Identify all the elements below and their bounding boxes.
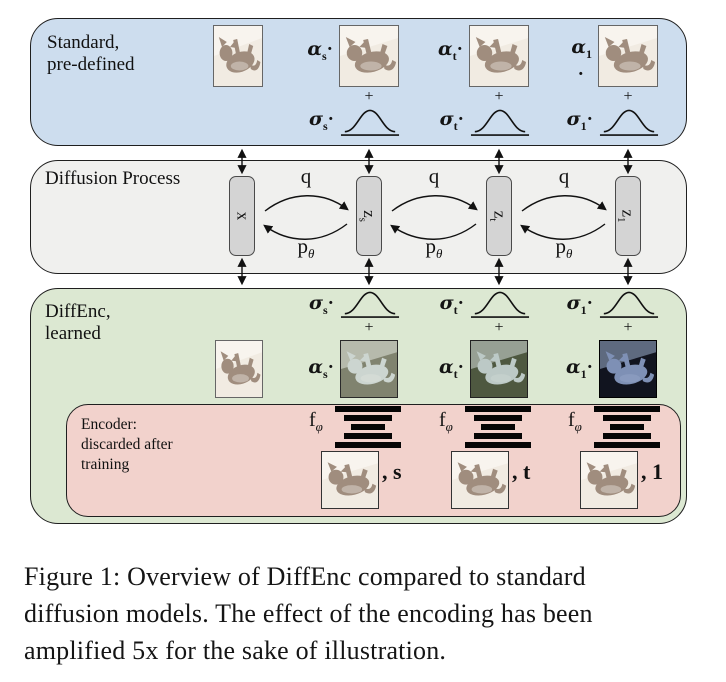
alpha-t-label: αt· — [438, 38, 463, 63]
backward-p-theta-label: pθ — [425, 234, 443, 262]
encoder-title-line1: Encoder: — [81, 416, 137, 433]
sigma-s-label-learned: σs· — [308, 292, 334, 317]
gaussian-curve-icon — [470, 109, 530, 136]
cat-illustration — [341, 341, 397, 397]
gaussian-curve-icon — [470, 291, 530, 318]
figure-caption: Figure 1: Overview of DiffEnc compared t… — [24, 558, 593, 669]
encoder-input-image-t — [451, 451, 509, 509]
sigma-1-noise-icon-learned — [599, 287, 659, 321]
encoded-image-t — [470, 340, 528, 398]
alpha-s-label-learned: αs· — [308, 356, 334, 381]
input-image-x-learned — [215, 340, 263, 398]
cat-illustration — [340, 26, 398, 86]
gaussian-curve-icon — [340, 109, 400, 136]
standard-box-title: Standard, pre-defined — [47, 32, 135, 76]
cat-illustration — [214, 26, 262, 86]
backward-p-theta-label: pθ — [555, 234, 573, 262]
alpha-1-image — [598, 25, 658, 87]
sigma-t-noise-icon-learned — [470, 287, 530, 321]
encoder-title-line2: discarded after — [81, 436, 173, 453]
node-z-t: zt — [486, 176, 512, 256]
cat-illustration — [452, 452, 508, 508]
caption-line3: amplified 5x for the sake of illustratio… — [24, 636, 447, 665]
encoder-f-phi-label-1: fφ — [568, 409, 582, 434]
diffusion-process-title: Diffusion Process — [45, 168, 181, 189]
cat-illustration — [581, 452, 637, 508]
input-image-x — [213, 25, 263, 87]
diffenc-box-title: DiffEnc, learned — [45, 301, 111, 345]
forward-q-label: q — [428, 164, 440, 188]
cat-illustration — [471, 341, 527, 397]
plus-sign: + — [364, 88, 374, 105]
sigma-1-label: σ1· — [566, 108, 593, 133]
alpha-t-image — [469, 25, 529, 87]
encoder-input-image-1 — [580, 451, 638, 509]
encoder-f-phi-label-s: fφ — [309, 409, 323, 434]
forward-q-label: q — [300, 164, 312, 188]
plus-sign: + — [494, 88, 504, 105]
gaussian-curve-icon — [599, 109, 659, 136]
encoder-network-icon-s — [334, 406, 402, 451]
node-z-1: z1 — [615, 176, 641, 256]
encoder-f-phi-label-t: fφ — [439, 409, 453, 434]
sigma-s-noise-icon — [340, 105, 400, 139]
standard-box-title-line1: Standard, — [47, 32, 120, 53]
encoder-network-icon-t — [464, 406, 532, 451]
cat-illustration — [470, 26, 528, 86]
alpha-s-label: αs· — [307, 38, 333, 63]
diffenc-title-line1: DiffEnc, — [45, 301, 111, 322]
caption-line2: diffusion models. The effect of the enco… — [24, 599, 593, 628]
gaussian-curve-icon — [340, 291, 400, 318]
backward-p-theta-label: pθ — [297, 234, 315, 262]
encoded-image-1 — [599, 340, 657, 398]
gaussian-curve-icon — [599, 291, 659, 318]
plus-sign: + — [364, 319, 374, 336]
sigma-t-label: σt· — [439, 108, 464, 133]
encoder-title-line3: training — [81, 456, 130, 473]
sigma-1-noise-icon — [599, 105, 659, 139]
diffenc-title-line2: learned — [45, 323, 101, 344]
alpha-s-image — [339, 25, 399, 87]
cat-illustration — [600, 341, 656, 397]
alpha-1-dot: · — [577, 64, 584, 85]
encoder-input-suffix-1: , 1 — [641, 459, 663, 484]
plus-sign: + — [623, 88, 633, 105]
forward-q-label: q — [558, 164, 570, 188]
alpha-1-label-learned: α1· — [566, 356, 593, 381]
encoder-box-title: Encoder: discarded after training — [81, 415, 173, 475]
plus-sign: + — [494, 319, 504, 336]
sigma-t-label-learned: σt· — [439, 292, 464, 317]
cat-illustration — [599, 26, 657, 86]
encoder-network-icon-1 — [593, 406, 661, 451]
alpha-1-label: α1 — [571, 36, 592, 61]
sigma-s-label: σs· — [308, 108, 334, 133]
node-z-s: zs — [356, 176, 382, 256]
standard-box-title-line2: pre-defined — [47, 54, 135, 75]
cat-illustration — [322, 452, 378, 508]
encoder-input-image-s — [321, 451, 379, 509]
sigma-t-noise-icon — [470, 105, 530, 139]
node-x: x — [229, 176, 255, 256]
encoded-image-s — [340, 340, 398, 398]
caption-line1: Figure 1: Overview of DiffEnc compared t… — [24, 562, 586, 591]
cat-illustration — [216, 341, 262, 397]
encoder-input-suffix-t: , t — [512, 459, 531, 484]
plus-sign: + — [623, 319, 633, 336]
alpha-t-label-learned: αt· — [439, 356, 464, 381]
encoder-input-suffix-s: , s — [382, 459, 402, 484]
sigma-1-label-learned: σ1· — [566, 292, 593, 317]
sigma-s-noise-icon-learned — [340, 287, 400, 321]
